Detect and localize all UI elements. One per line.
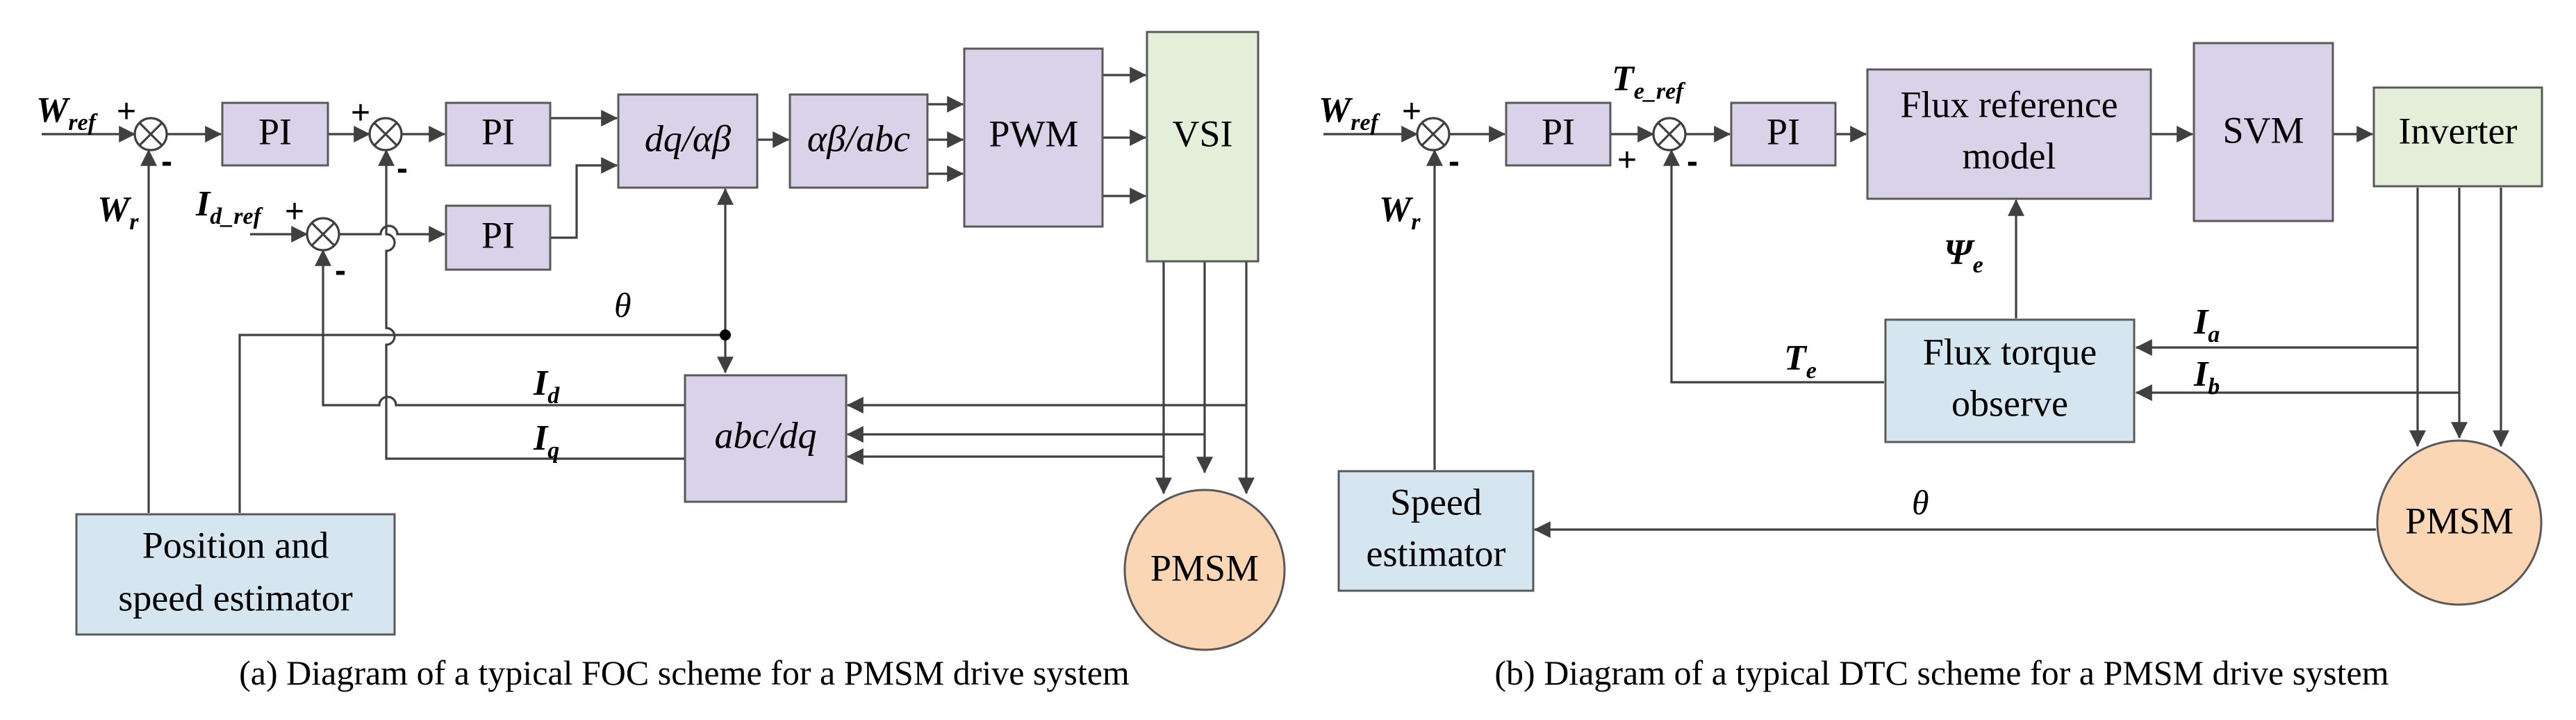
- foc-theta-label: θ: [614, 286, 631, 325]
- foc-pmsm-motor: [1123, 489, 1286, 651]
- dtc-teref-label: Te_ref: [1612, 59, 1686, 104]
- foc-iq-pi-label: PI: [481, 111, 515, 152]
- dtc-svm-block: [2193, 42, 2334, 222]
- foc-iq-pi-block: [445, 101, 552, 167]
- dtc-ib-label: Ib: [2193, 354, 2220, 400]
- foc-wref-label: Wref: [36, 90, 99, 136]
- dtc-inverter-block: [2372, 86, 2543, 188]
- dtc-flux-reference-model: [1866, 68, 2152, 200]
- foc-sum3-minus: -: [335, 252, 346, 289]
- dtc-inverter-label: Inverter: [2399, 110, 2518, 152]
- foc-dq-ab-label: dq/αβ: [645, 117, 731, 159]
- dtc-speed-estimator: [1337, 470, 1535, 592]
- dtc-sum2-plus: +: [1617, 142, 1637, 179]
- dtc-ia-label: Ia: [2193, 302, 2220, 347]
- foc-pwm-block: [963, 47, 1104, 228]
- dtc-speed-pi-block: [1505, 101, 1612, 167]
- dtc-flux-ref-line2: model: [1963, 135, 2056, 177]
- foc-position-speed-estimator: [75, 513, 396, 636]
- dtc-caption: (b) Diagram of a typical DTC scheme for …: [1494, 653, 2388, 692]
- dtc-torque-sum: [1652, 117, 1687, 152]
- foc-wires: [42, 67, 1255, 513]
- foc-vsi-label: VSI: [1172, 113, 1232, 154]
- foc-dq-ab-block: [617, 93, 759, 189]
- dtc-observer-line2: observe: [1951, 382, 2068, 424]
- foc-iq-label: Iq: [533, 418, 559, 464]
- dtc-wref-label: Wref: [1319, 90, 1381, 136]
- dtc-torque-pi-block: [1730, 101, 1837, 167]
- dtc-speed-pi-label: PI: [1542, 111, 1575, 152]
- foc-iq-sum: [368, 117, 403, 152]
- dtc-wires: [1323, 126, 2509, 538]
- foc-speed-sum: [133, 117, 168, 152]
- dtc-flux-ref-line1: Flux reference: [1900, 83, 2117, 125]
- dtc-pmsm-label: PMSM: [2405, 500, 2513, 541]
- dtc-estimator-line1: Speed: [1390, 481, 1482, 523]
- dtc-sum2-minus: -: [1687, 143, 1698, 180]
- dtc-te-label: Te: [1784, 338, 1817, 384]
- foc-sum3-plus: +: [285, 193, 304, 230]
- foc-sum2-minus: -: [397, 150, 408, 187]
- foc-vsi-block: [1146, 31, 1260, 263]
- foc-estimator-line1: Position and: [142, 524, 329, 566]
- foc-sum1-minus: -: [161, 143, 172, 180]
- dtc-svm-label: SVM: [2222, 109, 2304, 151]
- foc-pwm-label: PWM: [989, 113, 1078, 154]
- foc-diagram: PI PI PI dq/αβ αβ/abc PWM VSI abc/dq PMS…: [36, 31, 1286, 692]
- dtc-speed-sum: [1416, 117, 1451, 152]
- foc-idref-label: Id_ref: [195, 184, 264, 229]
- dtc-pmsm-motor: [2376, 439, 2543, 606]
- foc-speed-pi-block: [221, 101, 329, 167]
- foc-pmsm-label: PMSM: [1150, 547, 1259, 589]
- foc-id-pi-block: [445, 204, 552, 271]
- foc-abc-dq-label: abc/dq: [715, 414, 817, 456]
- foc-ab-abc-block: [789, 93, 929, 189]
- foc-id-pi-label: PI: [481, 214, 515, 256]
- foc-abc-dq-block: [684, 374, 848, 503]
- foc-sum1-plus: +: [117, 93, 136, 130]
- dtc-diagram: PI PI Flux reference model SVM Inverter …: [1319, 42, 2543, 692]
- dtc-estimator-line2: estimator: [1367, 532, 1506, 574]
- dtc-theta-label: θ: [1912, 483, 1929, 522]
- dtc-flux-torque-observer: [1884, 318, 2136, 443]
- dtc-observer-line1: Flux torque: [1923, 331, 2097, 373]
- dtc-psi-label: Ψe: [1944, 233, 1983, 278]
- foc-ab-abc-label: αβ/abc: [807, 117, 910, 159]
- dtc-torque-pi-label: PI: [1767, 111, 1800, 152]
- foc-id-label: Id: [533, 363, 560, 409]
- dtc-sum1-plus: +: [1402, 93, 1421, 130]
- dtc-sum1-minus: -: [1448, 143, 1460, 180]
- foc-sum2-plus: +: [351, 95, 370, 131]
- foc-id-sum: [306, 217, 340, 252]
- foc-estimator-line2: speed estimator: [118, 577, 352, 619]
- dtc-wr-label: Wr: [1379, 190, 1421, 235]
- foc-speed-pi-label: PI: [258, 111, 292, 152]
- foc-caption: (a) Diagram of a typical FOC scheme for …: [239, 653, 1130, 692]
- foc-wr-label: Wr: [97, 190, 139, 235]
